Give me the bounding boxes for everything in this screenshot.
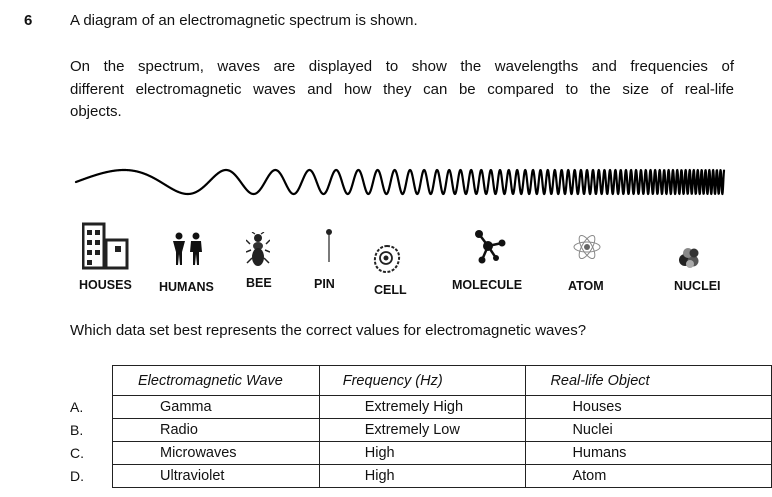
table-row[interactable]: Ultraviolet High Atom: [112, 464, 772, 488]
cell-object: Nuclei: [525, 418, 772, 442]
question-intro: A diagram of an electromagnetic spectrum…: [70, 12, 418, 29]
object-label-houses: HOUSES: [79, 278, 132, 292]
cell-frequency: High: [318, 441, 527, 465]
cell-frequency: Extremely High: [318, 395, 527, 419]
nuclei-icon: [679, 248, 699, 268]
object-label-nuclei: NUCLEI: [674, 279, 721, 293]
choice-letter-d[interactable]: D.: [70, 468, 84, 484]
object-label-pin: PIN: [314, 277, 335, 291]
table-row[interactable]: Microwaves High Humans: [112, 441, 772, 465]
choice-letter-c[interactable]: C.: [70, 445, 84, 461]
object-label-molecule: MOLECULE: [452, 278, 523, 292]
cell-icon: [373, 244, 401, 274]
humans-icon: [173, 232, 202, 265]
cell-object: Humans: [525, 441, 772, 465]
answer-table: Electromagnetic Wave Frequency (Hz) Real…: [112, 365, 772, 488]
cell-object: Atom: [525, 464, 772, 488]
cell-wave: Ultraviolet: [112, 464, 320, 488]
paragraph-line-1: On the spectrum, waves are displayed to …: [70, 58, 734, 75]
paragraph-line-3: objects.: [70, 103, 122, 120]
spectrum-wave-line: [74, 168, 726, 196]
spectrum-wave: [74, 168, 726, 196]
question-paragraph: On the spectrum, waves are displayed to …: [70, 56, 734, 124]
molecule-icon: [475, 230, 506, 264]
cell-wave: Microwaves: [112, 441, 320, 465]
table-row[interactable]: Radio Extremely Low Nuclei: [112, 418, 772, 442]
paragraph-line-2: different electromagnetic waves and how …: [70, 80, 734, 98]
bee-icon: [246, 232, 270, 266]
houses-icon: [82, 222, 129, 270]
cell-object: Houses: [525, 395, 772, 419]
cell-frequency: Extremely Low: [318, 418, 527, 442]
atom-icon: [573, 234, 601, 260]
table-header-row: Electromagnetic Wave Frequency (Hz) Real…: [112, 365, 772, 396]
question-number: 6: [24, 12, 33, 29]
object-label-atom: ATOM: [568, 279, 604, 293]
object-label-bee: BEE: [246, 276, 272, 290]
header-frequency: Frequency (Hz): [318, 365, 527, 396]
choice-letter-b[interactable]: B.: [70, 422, 84, 438]
cell-frequency: High: [318, 464, 527, 488]
table-row[interactable]: Gamma Extremely High Houses: [112, 395, 772, 419]
cell-wave: Radio: [112, 418, 320, 442]
header-real-life-object: Real-life Object: [525, 365, 772, 396]
choice-letter-a[interactable]: A.: [70, 399, 84, 415]
object-label-cell: CELL: [374, 283, 407, 297]
pin-icon: [326, 229, 332, 262]
header-electromagnetic-wave: Electromagnetic Wave: [112, 365, 320, 396]
object-label-humans: HUMANS: [159, 280, 214, 294]
cell-wave: Gamma: [112, 395, 320, 419]
question-prompt: Which data set best represents the corre…: [70, 322, 587, 339]
